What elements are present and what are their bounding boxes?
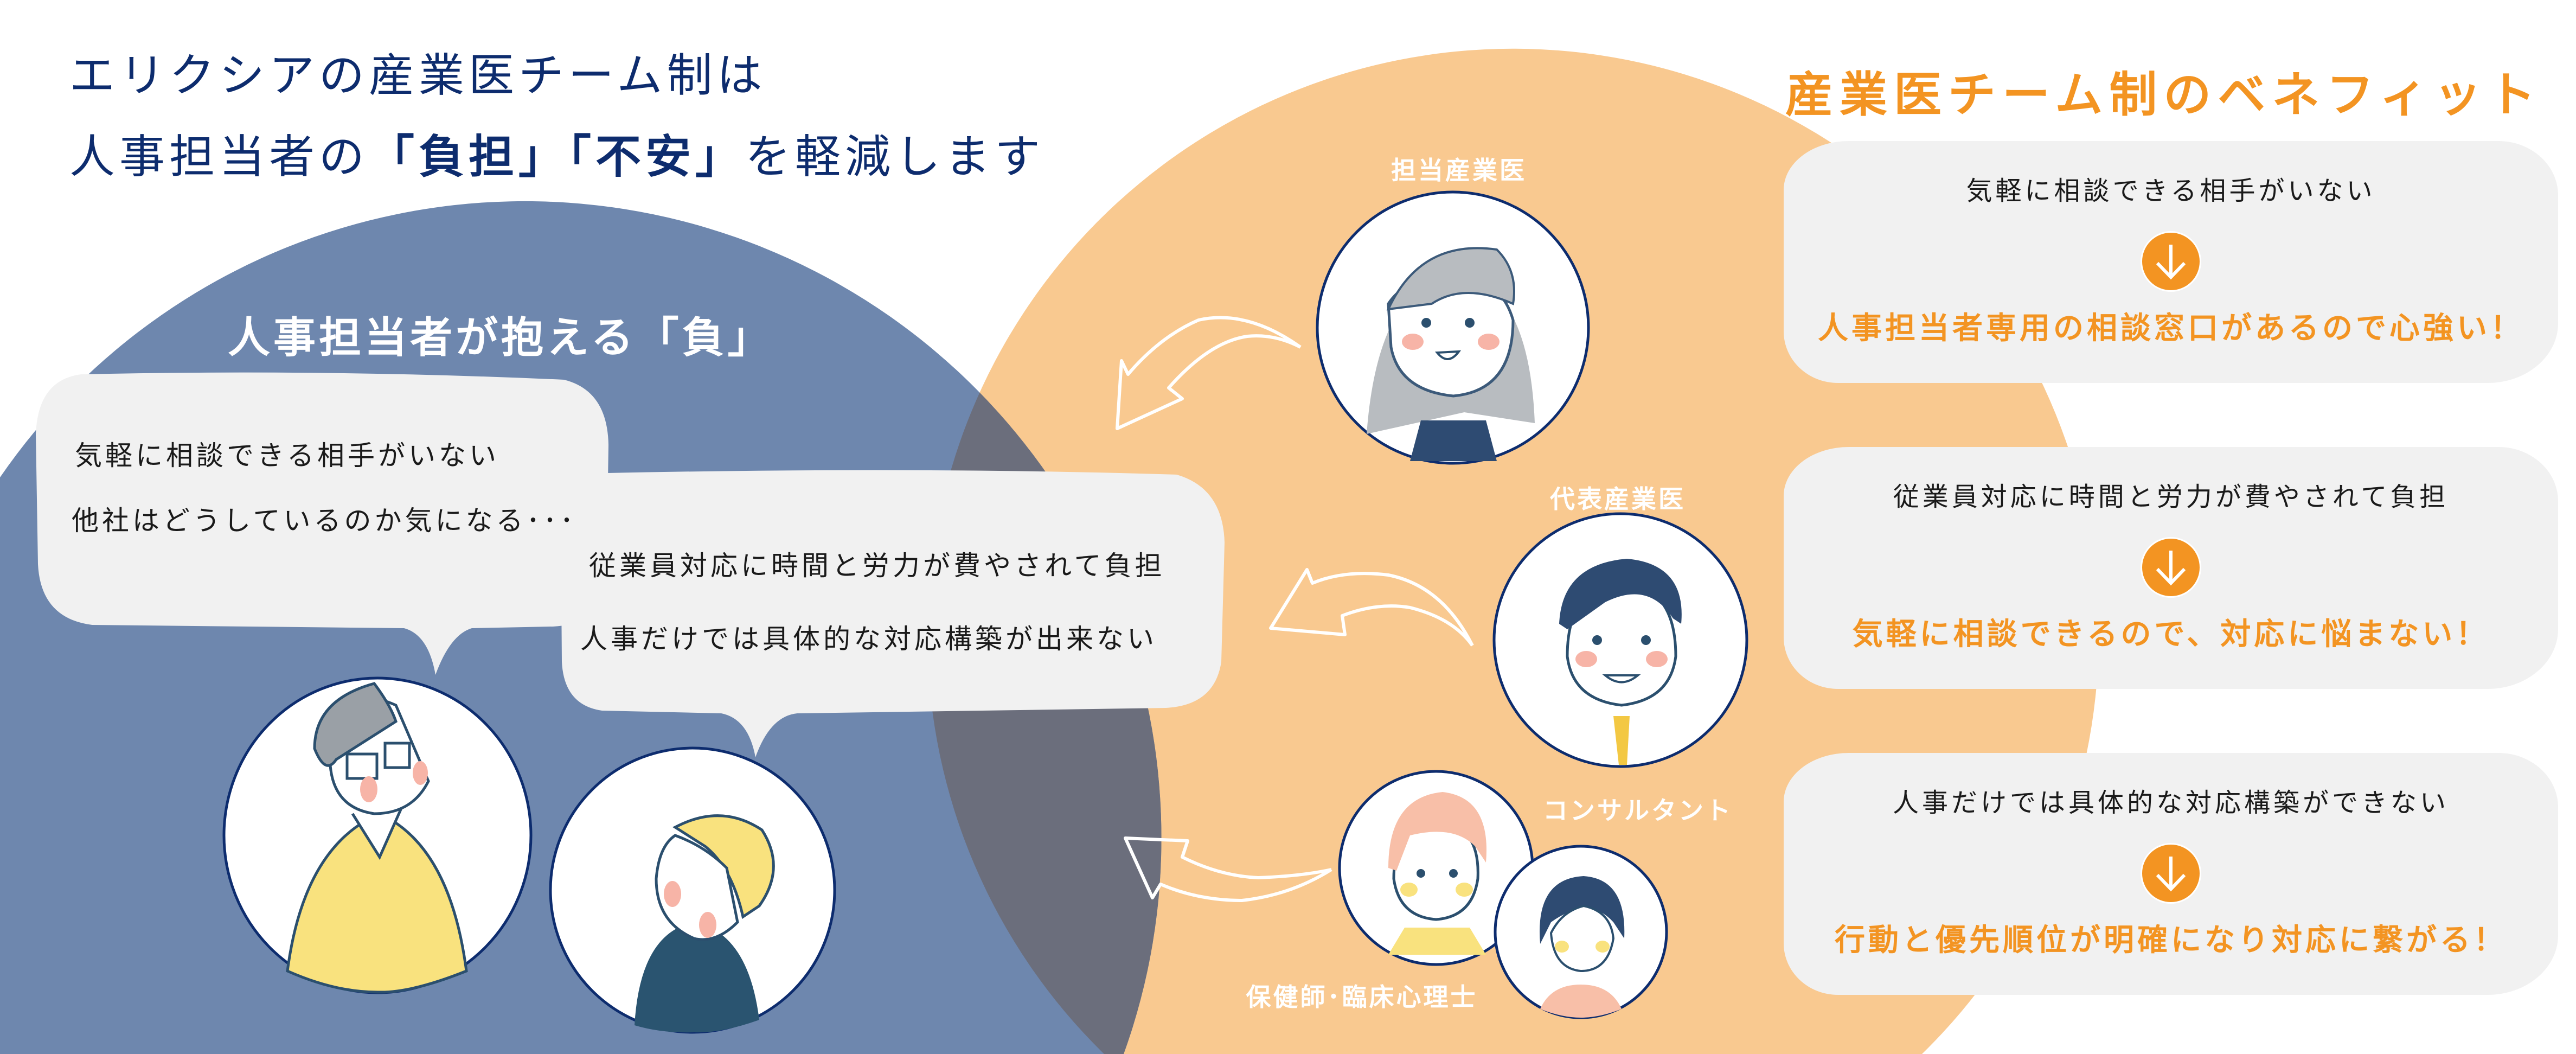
- bubble2-line1: 従業員対応に時間と労力が費やされて負担: [589, 550, 1165, 582]
- benefit-problem: 人事だけでは具体的な対応構築ができない: [1892, 788, 2449, 818]
- speech-bubble-1: [36, 372, 608, 675]
- title-anxiety: 「不安」: [568, 130, 746, 183]
- label-nurse-counselor: 保健師･臨床心理士: [1246, 982, 1478, 1012]
- curved-arrow-1: [1116, 316, 1302, 430]
- bubble1-line1: 気軽に相談できる相手がいない: [75, 440, 499, 471]
- benefit-card-3: 人事だけでは具体的な対応構築ができない 行動と優先順位が明確になり対応に繋がる！: [1784, 753, 2558, 995]
- speech-bubble-2: [561, 470, 1225, 757]
- burden-heading: 人事担当者が抱える「負」: [228, 314, 773, 362]
- nurse-counselor-avatar: [1494, 845, 1668, 1019]
- label-consultant: コンサルタント: [1543, 796, 1733, 825]
- benefit-problem: 気軽に相談できる相手がいない: [1966, 176, 2376, 206]
- hr-woman-avatar: [549, 746, 836, 1034]
- lead-doctor-avatar: [1492, 512, 1748, 768]
- assigned-doctor-avatar: [1316, 190, 1590, 465]
- benefit-solution: 人事担当者専用の相談窓口があるので心強い！: [1818, 311, 2524, 346]
- hr-man-avatar: [222, 676, 533, 994]
- benefit-problem: 従業員対応に時間と労力が費やされて負担: [1893, 482, 2449, 512]
- page-title-line1: エリクシアの産業医チーム制は: [69, 49, 767, 102]
- benefits-heading: 産業医チーム制のベネフィット: [1785, 67, 2542, 123]
- benefit-solution: 行動と優先順位が明確になり対応に繋がる！: [1835, 923, 2507, 958]
- bubble1-line2: 他社はどうしているのか気になる･･･: [72, 505, 577, 536]
- curved-arrow-2: [1269, 568, 1474, 647]
- benefit-solution: 気軽に相談できるので、対応に悩まない！: [1852, 617, 2490, 652]
- benefit-card-1: 気軽に相談できる相手がいない 人事担当者専用の相談窓口があるので心強い！: [1784, 141, 2558, 383]
- label-assigned-doctor: 担当産業医: [1391, 156, 1527, 185]
- down-arrow-icon: [2141, 231, 2201, 292]
- consultant-avatar: [1338, 770, 1534, 966]
- title-burden: 「負担」: [369, 130, 569, 183]
- down-arrow-icon: [2141, 843, 2201, 904]
- curved-arrow-3: [1124, 836, 1332, 902]
- title-prefix: 人事担当者の: [69, 130, 369, 183]
- label-lead-doctor: 代表産業医: [1550, 484, 1686, 514]
- bubble2-line2: 人事だけでは具体的な対応構築が出来ない: [580, 623, 1157, 655]
- title-suffix: を軽減します: [745, 130, 1045, 183]
- benefit-card-2: 従業員対応に時間と労力が費やされて負担 気軽に相談できるので、対応に悩まない！: [1784, 447, 2558, 689]
- page-title-line2: 人事担当者の「負担」「不安」を軽減します: [69, 120, 1045, 186]
- down-arrow-icon: [2141, 537, 2201, 598]
